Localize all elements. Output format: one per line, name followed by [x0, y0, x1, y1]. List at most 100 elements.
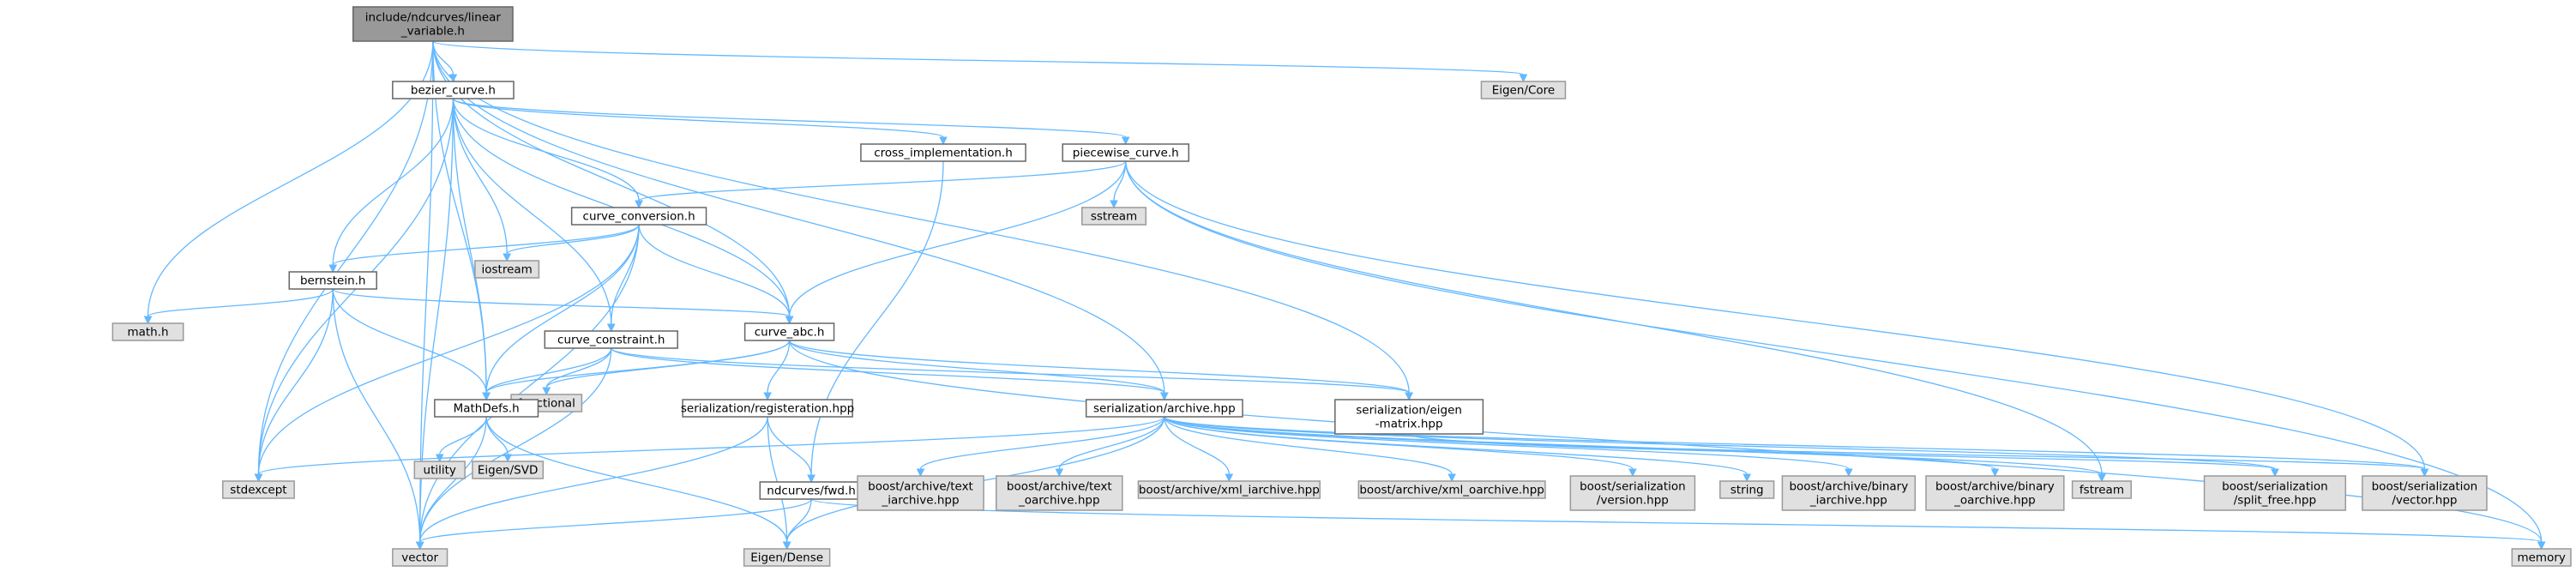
dependency-edge: [782, 498, 812, 551]
dependency-edge: [542, 347, 612, 396]
node-box: [860, 143, 1026, 162]
edge-arrowhead: [1990, 468, 2000, 478]
dependency-edge: [611, 347, 1413, 401]
node-label: boost/serialization: [1580, 480, 1686, 494]
node-label: /vector.hpp: [2392, 494, 2457, 508]
edge-line: [332, 224, 640, 266]
dependency-edge: [254, 98, 454, 483]
edge-arrowhead: [1225, 473, 1234, 483]
edge-line: [1164, 416, 1230, 475]
dependency-edge: [482, 224, 640, 401]
node-label: serialization/registeration.hpp: [681, 402, 854, 416]
node-label: vector: [401, 551, 438, 565]
dependency-edge: [482, 347, 612, 401]
dependency-edge: [143, 288, 334, 325]
node-abc[interactable]: curve_abc.h: [743, 322, 835, 341]
edge-arrowhead: [606, 323, 616, 333]
node-piecewise[interactable]: piecewise_curve.h: [1062, 143, 1190, 162]
dependency-edge: [1164, 416, 2279, 478]
dependency-edge: [328, 224, 640, 274]
dependency-edge: [254, 288, 334, 483]
node-iostream: iostream: [474, 260, 540, 279]
node-box: [352, 6, 514, 42]
dependency-edge: [332, 288, 794, 325]
node-label: curve_constraint.h: [557, 334, 665, 347]
edge-arrowhead: [1628, 468, 1637, 478]
node-box: [1569, 475, 1696, 511]
node-archive[interactable]: serialization/archive.hpp: [1085, 399, 1243, 418]
node-mathdefs[interactable]: MathDefs.h: [434, 399, 539, 418]
node-box: [472, 461, 545, 479]
node-bernstein[interactable]: bernstein.h: [288, 271, 377, 290]
edge-line: [452, 98, 1127, 138]
dependency-edge: [606, 224, 640, 333]
node-label: string: [1730, 484, 1764, 497]
dependency-edge: [452, 98, 948, 146]
edge-line: [767, 340, 791, 394]
edge-line: [257, 416, 1165, 475]
node-box: [570, 207, 707, 226]
node-box: [392, 548, 448, 567]
node-conversion[interactable]: curve_conversion.h: [570, 207, 707, 226]
file-nodes: include/ndcurves/linear_variable.hbezier…: [111, 6, 2572, 567]
node-label: serialization/archive.hpp: [1093, 402, 1236, 416]
edge-line: [611, 347, 1165, 394]
dependency-edge: [503, 224, 640, 262]
edge-line: [452, 98, 944, 138]
dependency-edge: [452, 98, 643, 209]
node-box: [474, 260, 540, 279]
node-bezier[interactable]: bezier_curve.h: [392, 81, 515, 99]
node-label: memory: [2517, 551, 2565, 565]
edge-arrowhead: [143, 316, 153, 325]
node-splitfree: boost/serialization/split_free.hpp: [2203, 475, 2347, 511]
node-label: cross_implementation.h: [874, 147, 1013, 160]
node-eigencore: Eigen/Core: [1480, 81, 1567, 99]
edge-arrowhead: [2271, 468, 2279, 478]
node-label: boost/serialization: [2372, 480, 2478, 494]
node-label: boost/archive/xml_iarchive.hpp: [1139, 484, 1320, 497]
node-eigenmatrix[interactable]: serialization/eigen-matrix.hpp: [1334, 399, 1484, 435]
node-root[interactable]: include/ndcurves/linear_variable.h: [352, 6, 514, 42]
node-eigendense: Eigen/Dense: [743, 548, 831, 567]
node-textia: boost/archive/text_iarchive.hpp: [857, 475, 984, 511]
node-box: [857, 475, 984, 511]
edge-line: [785, 498, 812, 543]
node-label: _iarchive.hpp: [881, 494, 959, 508]
node-label: _oarchive.hpp: [1953, 494, 2036, 508]
node-cross[interactable]: cross_implementation.h: [860, 143, 1026, 162]
node-label: -matrix.hpp: [1375, 418, 1443, 431]
edge-arrowhead: [785, 316, 794, 325]
edge-arrowhead: [916, 468, 925, 478]
node-label: serialization/eigen: [1356, 404, 1462, 418]
edge-line: [485, 340, 791, 394]
edge-line: [545, 347, 612, 388]
edge-line: [1125, 160, 2426, 470]
dependency-edge: [1164, 416, 1853, 478]
edge-line: [611, 347, 1410, 394]
dependency-edge: [1164, 416, 1456, 483]
edge-line: [419, 416, 768, 543]
node-registeration[interactable]: serialization/registeration.hpp: [681, 399, 854, 418]
node-box: [1334, 399, 1484, 435]
edge-arrowhead: [1160, 392, 1169, 401]
edge-arrowhead: [2420, 468, 2429, 478]
node-constraint[interactable]: curve_constraint.h: [544, 330, 678, 349]
edge-line: [1058, 416, 1165, 470]
node-xmlia: boost/archive/xml_iarchive.hpp: [1137, 480, 1321, 499]
dependency-edge: [635, 160, 1127, 209]
edge-line: [332, 98, 454, 266]
node-label: stdexcept: [230, 484, 286, 497]
edge-line: [1113, 160, 1127, 202]
node-box: [434, 399, 539, 418]
node-label: _oarchive.hpp: [1018, 494, 1100, 508]
dependency-edge: [1055, 416, 1165, 478]
edge-line: [419, 416, 487, 543]
edge-line: [419, 498, 812, 543]
node-version: boost/serialization/version.hpp: [1569, 475, 1696, 511]
edge-arrowhead: [1055, 468, 1064, 478]
node-box: [1719, 480, 1775, 499]
node-fwd[interactable]: ndcurves/fwd.h: [759, 481, 864, 500]
node-box: [413, 461, 466, 479]
edge-line: [788, 340, 1165, 394]
edge-arrowhead: [503, 454, 512, 463]
